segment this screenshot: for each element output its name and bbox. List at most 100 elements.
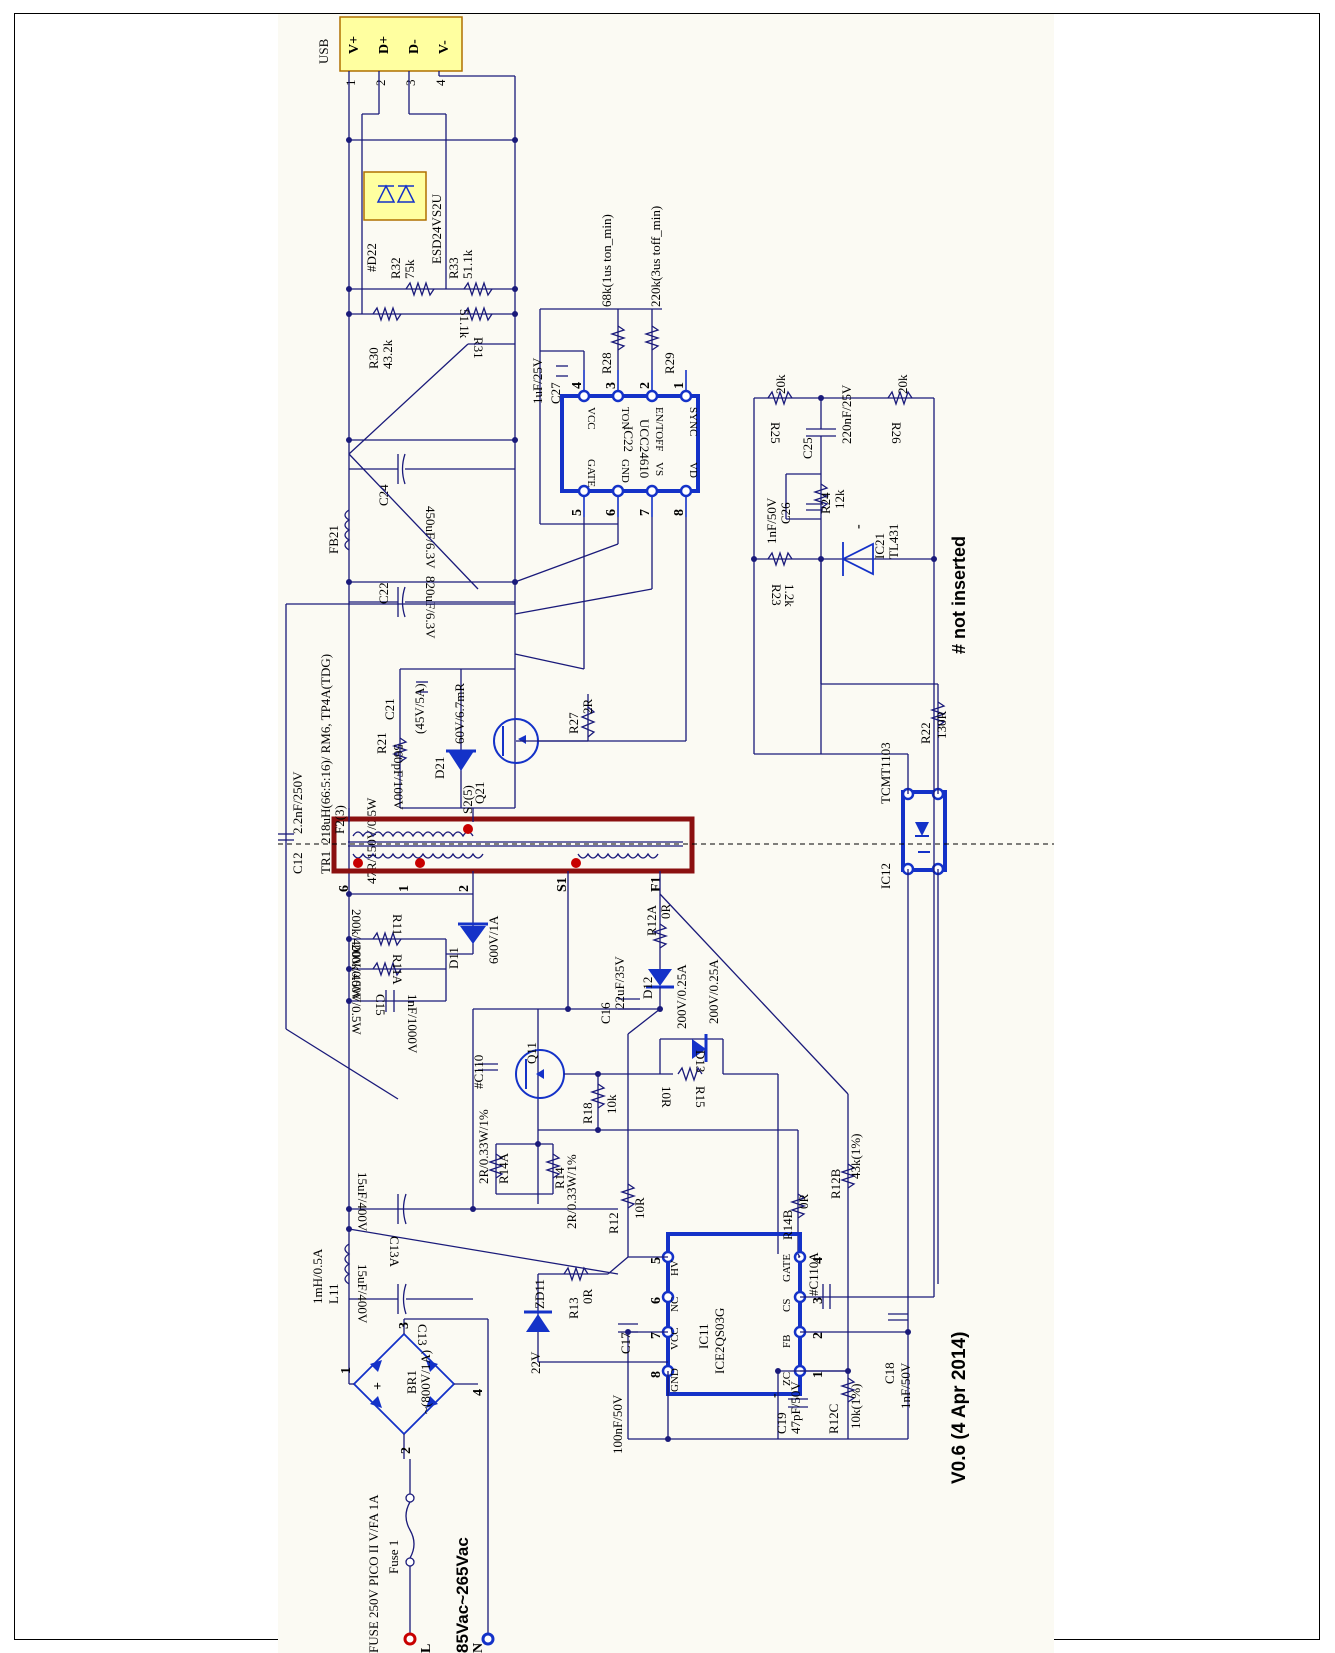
ic22-pin-entoff: EN/TOFF: [653, 407, 665, 451]
r32-ref: R32: [388, 257, 403, 279]
r12c-value: 10k(1%): [848, 1384, 863, 1430]
c18-value: 1nF/50V: [898, 1362, 913, 1409]
usb-num-1: 1: [343, 80, 358, 87]
ic11-pin-cs: CS: [781, 1299, 793, 1312]
ic22-part: UCC24610: [637, 419, 652, 478]
c17-value: 100nF/50V: [610, 1394, 625, 1454]
ic11-pin-gate: GATE: [781, 1254, 793, 1282]
c13a-value: 15uF/400V: [355, 1172, 370, 1232]
r11a-ref: R11A: [390, 954, 405, 985]
d13-ref: D13: [693, 1050, 708, 1072]
r30-value: 43.2k: [380, 339, 395, 369]
esd-diode-d22: #D22 ESD24VS2U: [363, 171, 444, 272]
usb-num-3: 3: [403, 80, 418, 87]
input-pin-n: N: [471, 1643, 486, 1653]
r12b-value: 43k(1%): [848, 1134, 863, 1180]
primary-snubber: R11 200k/400V/0.5W R11A 200k/400V/0.5W D…: [346, 891, 501, 1054]
tr1-pin-f2: F2(3): [332, 805, 347, 834]
q21-value: 60V/6.7mR: [452, 683, 467, 744]
usb-wires: [346, 71, 518, 1344]
ic22-pin-ton: TON: [619, 407, 631, 429]
ic22-ucc24610: VCC TON EN/TOFF SYNC GATE GND VS VD IC22…: [560, 370, 700, 517]
c19-ref: C19: [774, 1412, 789, 1434]
d22-value: ESD24VS2U: [429, 193, 444, 264]
ic11-pin-fb: FB: [781, 1335, 793, 1348]
version-label: V0.6 (4 Apr 2014): [949, 1332, 970, 1484]
r14-ref: R14: [552, 1167, 567, 1189]
r12c-ref: R12C: [826, 1404, 841, 1434]
ic11-num-3: 3: [811, 1297, 826, 1304]
r23-ref: R23: [769, 584, 784, 606]
r28-ref: R28: [599, 352, 614, 374]
r27-ref: R27: [566, 712, 581, 734]
r15-value: 10R: [659, 1086, 674, 1108]
r15-ref: R15: [693, 1086, 708, 1108]
tr1-desc: 218uH(66:5:16)/ RM6, TP4A(TDG): [318, 654, 333, 844]
r11-value: 200k/400V/0.5W: [349, 909, 364, 1000]
c17-ref: C17: [618, 1332, 633, 1354]
d11-value: 600V/1A: [486, 915, 501, 964]
ic11-pin-nc: NC: [669, 1297, 681, 1312]
ic11-network: R12 10R ZD11 22V R13 0R C17 100nF/50V R1…: [524, 559, 935, 1454]
ic22-pin-gnd: GND: [619, 459, 631, 483]
ic11-part: ICE2QS03G: [712, 1308, 727, 1374]
r21-ref: R21: [374, 732, 389, 754]
r25-ref: R25: [768, 422, 783, 444]
ic11-pin-hv: HV: [669, 1260, 681, 1276]
ic22-num-3: 3: [604, 382, 619, 389]
ic11-num-7: 7: [649, 1332, 664, 1339]
br1-pin-2: 2: [399, 1447, 414, 1454]
ac-input: Fuse 1 FUSE 250V PICO II V/FA 1A 85Vac~2…: [366, 1319, 495, 1653]
q21-ref: Q21: [472, 782, 487, 804]
c13-ref: C13: [415, 1324, 430, 1346]
c21-value: 560pF/100V: [391, 744, 406, 810]
l11-value: 1mH/0.5A: [310, 1248, 325, 1304]
r12a-ref: R12A: [644, 904, 659, 936]
r23-value: 1.2k: [782, 584, 797, 607]
c24-ref: C24: [376, 484, 391, 506]
opto-ic12: TCMT1103 IC12 R22 130R: [754, 559, 949, 1439]
ic22-num-2: 2: [638, 382, 653, 389]
ic22-ref: IC22: [621, 426, 636, 452]
c15-value: 1nF/1000V: [405, 994, 420, 1054]
tr1-pin-f1: F1: [649, 876, 664, 892]
r11-ref: R11: [390, 914, 405, 935]
c19-minus-mark: -: [767, 1393, 782, 1398]
r14-value: 2R/0.33W/1%: [564, 1154, 579, 1229]
usb-ref: USB: [316, 38, 331, 64]
output-caps: C24 450uF/6.3V FB21 C22 820uF/6.3V: [326, 453, 515, 639]
ic22-pin-gate: GATE: [585, 459, 597, 487]
ic22-pin-sync: SYNC: [687, 407, 699, 436]
ic22-pin-vcc: VCC: [585, 407, 597, 430]
ic21-ref: IC21: [872, 533, 887, 559]
schematic-canvas: USB V+ D+ D- V- 1 2 3 4 #D22 E: [278, 16, 1054, 1653]
ic22-num-7: 7: [638, 509, 653, 516]
ic11-num-8: 8: [649, 1371, 664, 1378]
r11a-value: 200k/400V/0.5W: [349, 944, 364, 1035]
ic21-part: TL431: [886, 524, 901, 559]
br1-pin-3: 3: [397, 1322, 412, 1329]
usb-connector: USB V+ D+ D- V- 1 2 3 4: [316, 16, 463, 87]
r12a-value: 0R: [658, 904, 673, 920]
r24-ref: R24: [818, 492, 833, 514]
zd11-value: 22V: [528, 1351, 543, 1374]
transformer-highlight-box: [331, 816, 695, 874]
c12-ycap: C12 2.2nF/250V: [278, 603, 515, 1100]
zd11-ref: ZD11: [532, 1279, 547, 1309]
c15-ref: C15: [373, 994, 388, 1016]
ic11-pin-vcc: VCC: [669, 1327, 681, 1350]
d21-ref: D21: [432, 757, 447, 779]
ic11-pin-gnd: GND: [669, 1368, 681, 1392]
d12-ref: D12: [640, 977, 655, 999]
c12-value: 2.2nF/250V: [290, 771, 305, 834]
ic22-num-1: 1: [672, 382, 687, 389]
input-pin-l: L: [419, 1644, 434, 1653]
r25-value: 20k: [773, 374, 788, 394]
fb21-ref: FB21: [326, 525, 341, 554]
ic11-num-5: 5: [649, 1257, 664, 1264]
input-section: C13A 15uF/400V L11 1mH/0.5A C13 15uF/400…: [310, 1172, 619, 1346]
r26-ref: R26: [889, 422, 904, 444]
r14a-value: 2R/0.33W/1%: [476, 1109, 491, 1184]
tr1-pin-s2: S2(5): [460, 785, 475, 814]
r29-ref: R29: [662, 352, 677, 374]
